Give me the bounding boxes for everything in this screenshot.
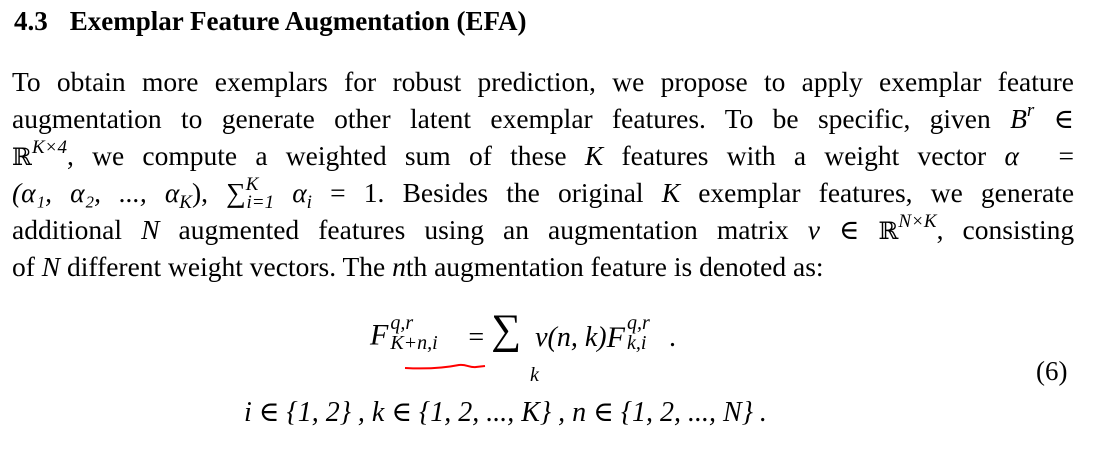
math-N: N xyxy=(141,214,160,245)
paragraph-line-2: augmentation to generate other latent ex… xyxy=(12,100,1074,137)
paragraph-line-6: of N different weight vectors. The nth a… xyxy=(12,248,824,285)
math-reals: ℝ xyxy=(878,217,899,245)
math-sub: i=1 xyxy=(246,192,275,213)
text: exemplar features, we generate xyxy=(698,177,1075,208)
text: additional xyxy=(12,214,122,245)
math-tuple: (α₁, α₂, ..., α xyxy=(12,177,180,208)
math-sup: N×K xyxy=(898,211,937,232)
math-K: K xyxy=(661,177,681,208)
text: , we compute a weighted sum of these xyxy=(66,140,567,171)
math-sum: ∑ xyxy=(226,177,246,208)
text: different weight vectors. The xyxy=(67,251,386,282)
math-sup: q,r xyxy=(390,312,414,334)
paragraph-line-4: (α₁, α₂, ..., αK), ∑Ki=1 αi = 1. Besides… xyxy=(12,174,1075,213)
math-reals: ℝ xyxy=(12,143,32,171)
math-sup: K xyxy=(245,174,259,195)
math-n: n xyxy=(392,251,406,282)
math-in: ∈ xyxy=(1053,103,1074,134)
math-sup: K×4 xyxy=(31,137,67,158)
section-number: 4.3 xyxy=(14,6,48,36)
math-sup: r xyxy=(1026,100,1035,121)
equation-constraints: i ∈ {1, 2} , k ∈ {1, 2, ..., K} , n ∈ {1… xyxy=(244,395,767,429)
math-sub: k,i xyxy=(626,332,647,354)
text: features with a weight vector xyxy=(621,140,987,171)
text: Besides the original xyxy=(402,177,644,208)
math-sum: ∑ xyxy=(491,307,522,353)
text: of xyxy=(12,251,35,282)
text: augmentation to generate other latent ex… xyxy=(12,103,991,134)
sum-index: k xyxy=(530,364,539,386)
equation-number: (6) xyxy=(1036,356,1068,386)
math-nu: ν xyxy=(807,214,820,245)
math-K: K xyxy=(584,140,604,171)
math-sup: q,r xyxy=(626,312,650,334)
math-sub: K xyxy=(179,192,192,213)
text: augmented features using an augmentation… xyxy=(178,214,789,245)
text: ), xyxy=(191,177,209,208)
math-constraints: i ∈ {1, 2} , k ∈ {1, 2, ..., K} , n ∈ {1… xyxy=(244,397,767,428)
math-in: ∈ xyxy=(839,214,860,245)
paragraph-line-1: To obtain more exemplars for robust pred… xyxy=(12,63,1074,100)
math-period: . xyxy=(668,322,676,353)
math-equals: = xyxy=(468,322,485,353)
paragraph-line-5: additional N augmented features using an… xyxy=(12,211,1074,248)
sum-operator: ∑ xyxy=(491,307,535,368)
text: th augmentation feature is denoted as: xyxy=(405,251,824,282)
math-nu-nk: ν(n, k) xyxy=(535,322,607,353)
red-squiggle-annotation xyxy=(404,363,486,370)
math-N: N xyxy=(41,251,61,282)
text: To obtain more exemplars for robust pred… xyxy=(12,66,1074,97)
section-title: Exemplar Feature Augmentation (EFA) xyxy=(69,6,527,36)
math-F-lhs: F xyxy=(370,318,389,352)
math-alpha: α xyxy=(292,177,307,208)
math-sub: i xyxy=(306,192,312,213)
math-F-rhs: F xyxy=(606,321,625,354)
paragraph-line-3: ℝK×4, we compute a weighted sum of these… xyxy=(12,137,1074,174)
text: , consisting xyxy=(936,214,1075,245)
math-B: B xyxy=(1010,103,1027,134)
math-equals: = xyxy=(1058,140,1075,171)
math-sub: K+n,i xyxy=(390,332,438,354)
math-alpha-vector: α⃗ xyxy=(1004,140,1041,171)
text: = 1. xyxy=(330,177,385,208)
section-heading: 4.3 Exemplar Feature Augmentation (EFA) xyxy=(14,6,526,37)
